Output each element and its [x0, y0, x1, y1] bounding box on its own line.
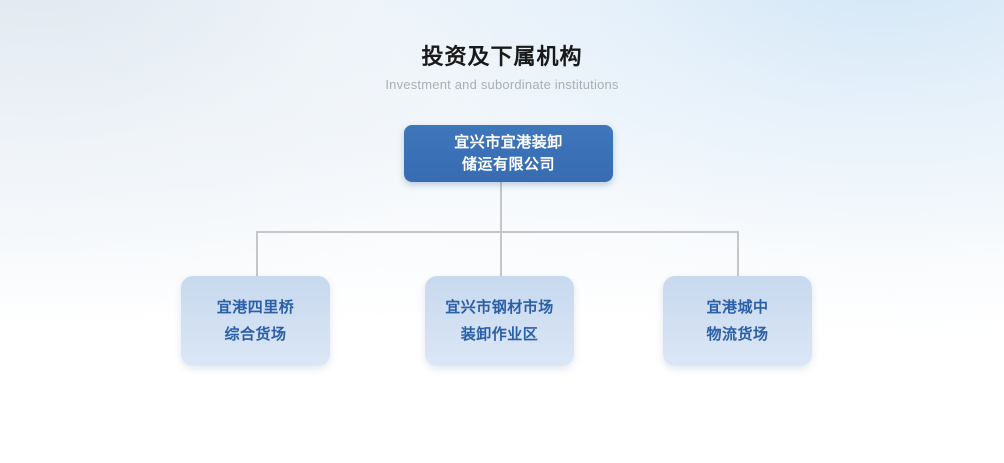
org-node-root[interactable]: 宜兴市宜港装卸 储运有限公司	[404, 125, 613, 182]
page-subtitle: Investment and subordinate institutions	[385, 77, 619, 92]
page-title: 投资及下属机构	[421, 44, 583, 69]
connector-horizontal-bus	[256, 231, 739, 233]
org-node-child-1-line-2: 装卸作业区	[460, 326, 539, 343]
connector-trunk-vertical	[500, 182, 502, 276]
org-node-root-line-1: 宜兴市宜港装卸	[454, 133, 563, 151]
org-node-root-line-2: 储运有限公司	[461, 155, 555, 173]
org-node-child-0[interactable]: 宜港四里桥 综合货场	[181, 276, 330, 366]
chart-header: 投资及下属机构 Investment and subordinate insti…	[0, 42, 1004, 93]
org-node-child-2-line-1: 宜港城中	[706, 299, 769, 316]
org-node-child-1-line-1: 宜兴市钢材市场	[445, 299, 554, 316]
org-node-child-2[interactable]: 宜港城中 物流货场	[663, 276, 812, 366]
org-node-child-1[interactable]: 宜兴市钢材市场 装卸作业区	[425, 276, 574, 366]
connector-drop-child-2	[737, 231, 739, 276]
org-node-child-0-line-2: 综合货场	[224, 326, 287, 343]
org-node-child-2-line-2: 物流货场	[706, 326, 769, 343]
connector-drop-child-0	[256, 231, 258, 276]
org-node-child-0-line-1: 宜港四里桥	[216, 299, 295, 316]
